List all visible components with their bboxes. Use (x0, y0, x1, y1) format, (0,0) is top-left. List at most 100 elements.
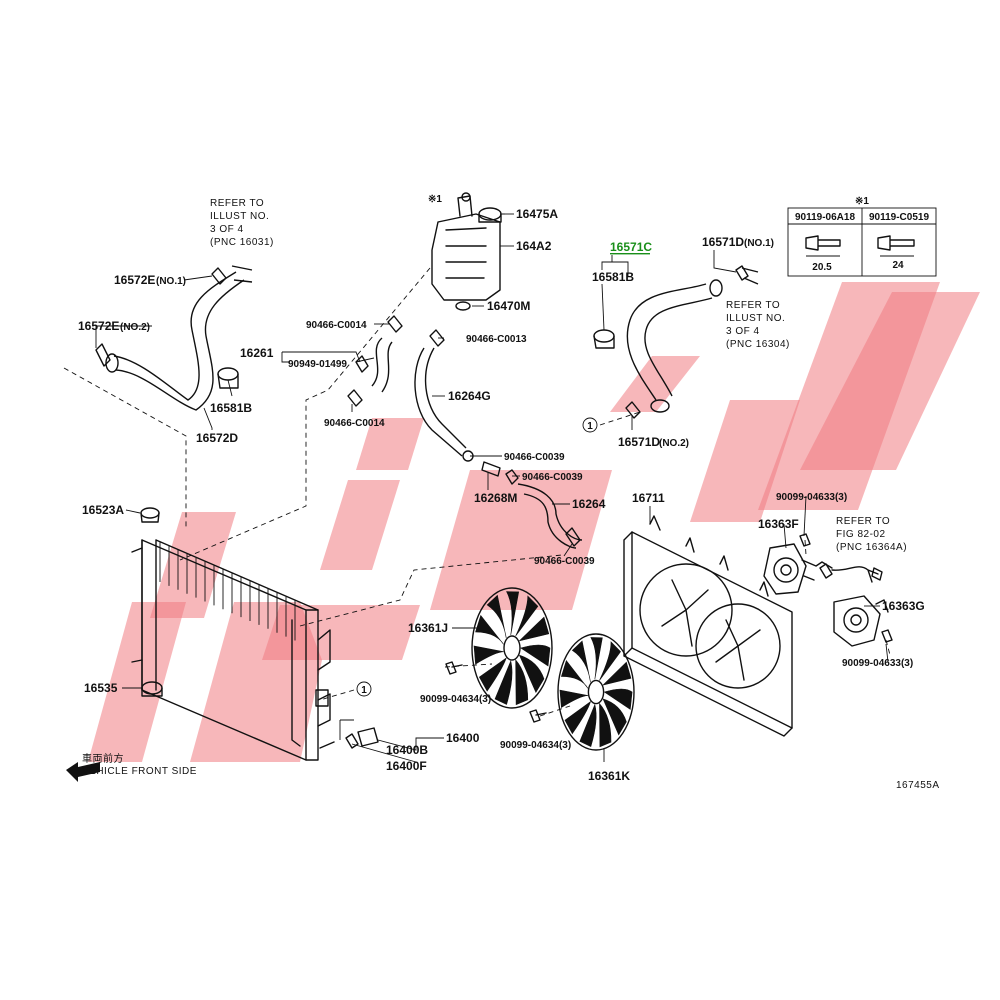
label-16571D-no1: 16571D (702, 235, 744, 249)
fan-blade (518, 654, 545, 693)
circle-references: 1 1 (356, 417, 598, 697)
label-90466-C0039-a: 90466-C0039 (504, 452, 565, 463)
label-90949-01499: 90949-01499 (288, 359, 347, 370)
fan-blade (515, 595, 539, 637)
vehicle-front-arrow (66, 762, 100, 782)
reference-notes: REFER TO ILLUST NO. 3 OF 4 (PNC 16031) R… (82, 198, 940, 791)
bolt-col1-part: 90119-06A18 (795, 212, 855, 223)
svg-text:(NO.1): (NO.1) (156, 276, 186, 287)
label-16571C: 16571C (610, 240, 652, 254)
refer-right-line4: (PNC 16304) (726, 339, 790, 350)
vehicle-front-jp: 車両前方 (82, 752, 124, 765)
label-16571D-no2: 16571D (618, 435, 660, 449)
refer-left-line2: ILLUST NO. (210, 211, 269, 222)
label-90466-C0014-b: 90466-C0014 (324, 418, 385, 429)
refer-left-line3: 3 OF 4 (210, 224, 244, 235)
fan-blade (560, 659, 589, 689)
label-90466-C0013: 90466-C0013 (466, 334, 527, 345)
label-90099-04634-a: 90099-04634(3) (420, 694, 491, 705)
label-16264G: 16264G (448, 389, 491, 403)
bolt-col2-dim: 24 (892, 260, 904, 271)
svg-text:(NO.2): (NO.2) (659, 438, 689, 449)
radiator-core (131, 507, 379, 761)
label-16268M: 16268M (474, 491, 517, 505)
svg-text:1: 1 (587, 421, 593, 432)
label-16523A: 16523A (82, 503, 124, 517)
refer-left-line4: (PNC 16031) (210, 237, 274, 248)
label-90466-C0039-b: 90466-C0039 (522, 472, 583, 483)
label-16363F: 16363F (758, 517, 799, 531)
fan-16361K (557, 633, 635, 751)
fan-blade (602, 698, 627, 736)
fan-motor-16363G (833, 595, 889, 647)
fan-blade (602, 661, 632, 686)
label-16572E-no1: 16572E (114, 273, 155, 287)
fan-shroud (623, 515, 793, 737)
refer-fig-line1: REFER TO (836, 516, 890, 527)
label-90099-04634-b: 90099-04634(3) (500, 740, 571, 751)
fan-blade (599, 702, 612, 748)
refer-left-line1: REFER TO (210, 198, 264, 209)
refer-fig-line2: FIG 82-02 (836, 529, 886, 540)
label-16361J: 16361J (408, 621, 448, 635)
bolt-table-title: ※1 (855, 196, 869, 207)
label-90099-04633-a: 90099-04633(3) (776, 492, 847, 503)
upper-radiator-hose (593, 265, 759, 419)
dashed-lines (63, 267, 891, 717)
fan-blade (559, 689, 589, 709)
lower-radiator-hose (95, 265, 253, 411)
fan-rim (471, 587, 553, 709)
fan-rim (557, 633, 635, 751)
part-labels: ※1 16475A 164A2 16470M 16571C 16581B 165… (78, 194, 925, 783)
label-16400B: 16400B (386, 743, 428, 757)
label-16361K: 16361K (588, 769, 630, 783)
reservoir-tank (431, 192, 502, 311)
fan-blade (520, 644, 551, 667)
fan-blade (475, 614, 504, 645)
fan-motor-16363F (763, 543, 883, 595)
fan-blade (478, 657, 507, 692)
fan-blade (603, 688, 633, 710)
label-16572E-no2: 16572E (78, 319, 119, 333)
fan-blade (473, 645, 504, 665)
illustration-code: 167455A (896, 780, 940, 791)
label-16581B-left: 16581B (210, 401, 252, 415)
label-16470M: 16470M (487, 299, 530, 313)
refer-right-line1: REFER TO (726, 300, 780, 311)
fan-blade (515, 659, 529, 706)
fan-hub (503, 635, 521, 661)
svg-text:1: 1 (361, 685, 367, 696)
bolt-col1-dim: 20.5 (812, 262, 832, 273)
label-90466-C0014-a: 90466-C0014 (306, 320, 367, 331)
fan-blade (518, 616, 550, 642)
watermark-logo (88, 282, 980, 762)
label-16581B-right: 16581B (592, 270, 634, 284)
label-16711: 16711 (632, 491, 665, 505)
bypass-hoses (347, 315, 583, 549)
radiator-fins (159, 542, 296, 641)
refer-right-line2: ILLUST NO. (726, 313, 785, 324)
vehicle-front-text: VEHICLE FRONT SIDE (82, 766, 197, 777)
label-16261: 16261 (240, 346, 274, 360)
bolt-col2-part: 90119-C0519 (869, 212, 929, 223)
highlight-underline (610, 253, 650, 255)
fan-blade (564, 700, 592, 735)
bolt-dimension-table: ※1 90119-06A18 90119-C0519 20.5 24 (787, 196, 937, 277)
fan-blade (590, 637, 603, 680)
svg-text:(NO.1): (NO.1) (744, 238, 774, 249)
label-16400F: 16400F (386, 759, 427, 773)
fan-blade (506, 591, 520, 635)
fan-16361J (471, 587, 553, 709)
fan-blade (494, 660, 513, 705)
label-90099-04633-b: 90099-04633(3) (842, 658, 913, 669)
label-16400: 16400 (446, 731, 480, 745)
leader-lines (95, 213, 889, 763)
label-16264: 16264 (572, 497, 606, 511)
fan-blade (571, 640, 591, 683)
refer-fig-line3: (PNC 16364A) (836, 542, 907, 553)
label-16475A: 16475A (516, 207, 558, 221)
star1-mark: ※1 (428, 194, 442, 205)
label-164A2: 164A2 (516, 239, 552, 253)
label-16363G: 16363G (882, 599, 925, 613)
